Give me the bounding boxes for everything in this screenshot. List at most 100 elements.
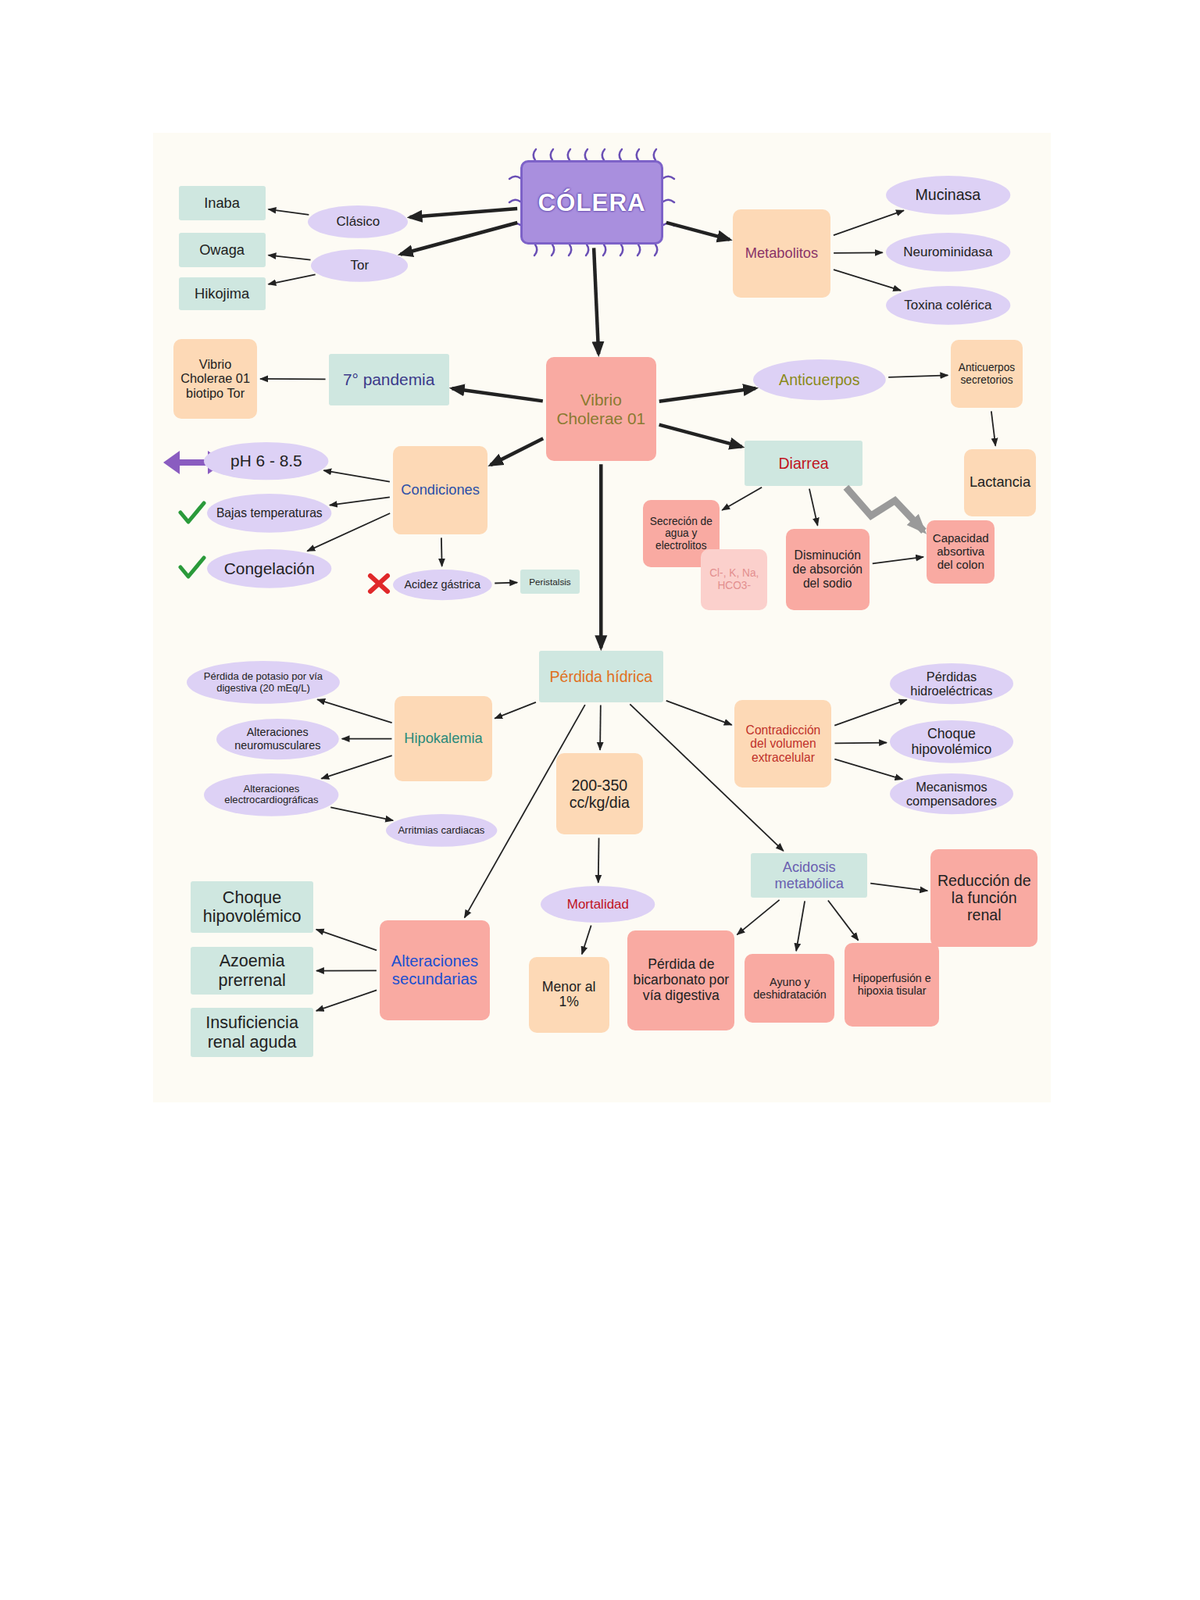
connector-arrow <box>872 557 924 564</box>
concept-box: Azoemia prerrenal <box>190 946 314 995</box>
connector-arrow <box>870 883 928 891</box>
concept-box: 7° pandemia <box>328 353 450 405</box>
ellipse-fill <box>885 285 1011 325</box>
connector-arrow <box>666 700 733 725</box>
concept-box: Inaba <box>178 185 266 221</box>
concept-box: Pérdida hídrica <box>539 650 664 702</box>
concept-box: Vibrio Cholerae 01 <box>546 357 657 461</box>
node-text: Condiciones <box>400 482 480 499</box>
ellipse-fill <box>753 359 886 400</box>
concept-ellipse: Neurominidasa <box>885 232 1011 272</box>
concept-ellipse: Pérdida de potasio por vía digestiva (20… <box>186 660 340 704</box>
node-text: Alteraciones secundarias <box>383 952 486 989</box>
connector-arrow <box>494 582 518 585</box>
node-text: pH 6 - 8.5 <box>230 451 303 471</box>
node-text: Lactancia <box>969 474 1031 491</box>
ellipse-fill <box>540 885 655 923</box>
concept-box: Reducción de la función renal <box>930 849 1038 947</box>
connector-arrow <box>330 807 393 821</box>
connector-arrow <box>666 222 730 240</box>
hair <box>509 200 521 203</box>
hair <box>663 176 675 179</box>
concept-ellipse: pH 6 - 8.5 <box>203 442 329 480</box>
hair <box>567 149 571 161</box>
connector-arrow <box>833 251 883 254</box>
hair <box>585 244 589 256</box>
ellipse-fill <box>307 205 408 239</box>
node-text: Acidosis metabólica <box>754 859 864 892</box>
ellipse-fill <box>385 814 497 847</box>
node-text: Mortalidad <box>567 896 629 912</box>
node-text: Pérdida de potasio por vía digestiva (20… <box>192 671 334 695</box>
ellipse-fill <box>392 569 493 600</box>
connector-arrow <box>599 464 604 648</box>
connector-arrow <box>834 759 903 780</box>
hair <box>653 149 657 161</box>
connector-arrow <box>659 388 756 402</box>
connector-arrow <box>833 210 904 236</box>
connector-arrow <box>828 900 859 941</box>
concept-box: Alteraciones secundarias <box>379 920 490 1021</box>
hair <box>663 200 675 203</box>
ellipse-fill <box>310 249 408 283</box>
hair <box>654 244 658 256</box>
hair <box>568 244 572 256</box>
connector-arrow <box>888 375 948 378</box>
ellipse-fill <box>203 442 329 480</box>
ellipse-fill <box>203 773 339 817</box>
node-text: Clásico <box>336 214 381 229</box>
connector-arrow <box>260 378 325 380</box>
node-text: Secreción de agua y electrolitos <box>646 515 716 553</box>
node-text: Pérdida de bicarbonato por vía digestiva <box>631 957 731 1004</box>
node-text: 7° pandemia <box>342 370 435 390</box>
ellipse-fill <box>216 718 340 760</box>
node-text: Inaba <box>203 195 240 212</box>
connector-arrow <box>597 837 600 883</box>
node-text: CÓLERA <box>537 189 646 217</box>
hair <box>551 244 554 256</box>
concept-box: Metabolitos <box>732 209 831 299</box>
connector-arrow <box>593 247 599 354</box>
concept-ellipse: Clásico <box>307 205 408 239</box>
node-text: Menor al 1% <box>532 979 606 1011</box>
connector-arrow <box>599 705 602 750</box>
range-head <box>163 450 180 475</box>
connector-arrow <box>342 738 393 740</box>
concept-ellipse: Choque hipovolémico <box>889 720 1014 764</box>
connector-arrow <box>316 969 377 972</box>
node-text: Alteraciones electrocardiográficas <box>210 783 333 808</box>
node-text: Vibrio Cholerae 01 <box>550 390 653 428</box>
node-text: Toxina colérica <box>903 297 992 313</box>
node-text: Cl-, K, Na, HCO3- <box>704 567 764 592</box>
concept-box: Anticuerpos secretorios <box>950 339 1022 409</box>
concept-box: Capacidad absortiva del colon <box>926 520 996 584</box>
connector-arrow <box>582 925 592 954</box>
hair <box>585 149 588 161</box>
connector-arrow <box>736 900 779 935</box>
node-text: Arritmias cardiacas <box>397 825 485 837</box>
concept-box: Pérdida de bicarbonato por vía digestiva <box>627 930 735 1031</box>
hair <box>509 176 521 179</box>
hair <box>509 223 521 226</box>
connector-arrow <box>834 700 907 726</box>
ellipse-fill <box>186 660 340 704</box>
concept-box: Acidosis metabólica <box>750 853 868 898</box>
concept-box: Ayuno y deshidratación <box>744 953 835 1023</box>
node-text: Pérdidas hidroeléctricas <box>896 669 1008 699</box>
node-text: Owaga <box>199 242 245 259</box>
ellipse-fill <box>885 175 1011 215</box>
concept-box: Owaga <box>178 232 266 268</box>
connector-arrow <box>329 496 390 505</box>
concept-box: Hikojima <box>178 277 266 311</box>
connector-arrow <box>316 989 377 1011</box>
hair <box>620 244 623 256</box>
hair <box>619 149 622 161</box>
node-text: Reducción de la función renal <box>934 871 1034 924</box>
connector-arrow <box>400 222 518 254</box>
concept-ellipse: Toxina colérica <box>885 285 1011 325</box>
connector-arrow <box>317 699 392 723</box>
concept-box: Hipoperfusión e hipoxia tisular <box>844 942 939 1027</box>
connector-arrow <box>494 702 536 719</box>
concept-ellipse: Arritmias cardiacas <box>385 814 497 847</box>
hair <box>533 149 536 161</box>
